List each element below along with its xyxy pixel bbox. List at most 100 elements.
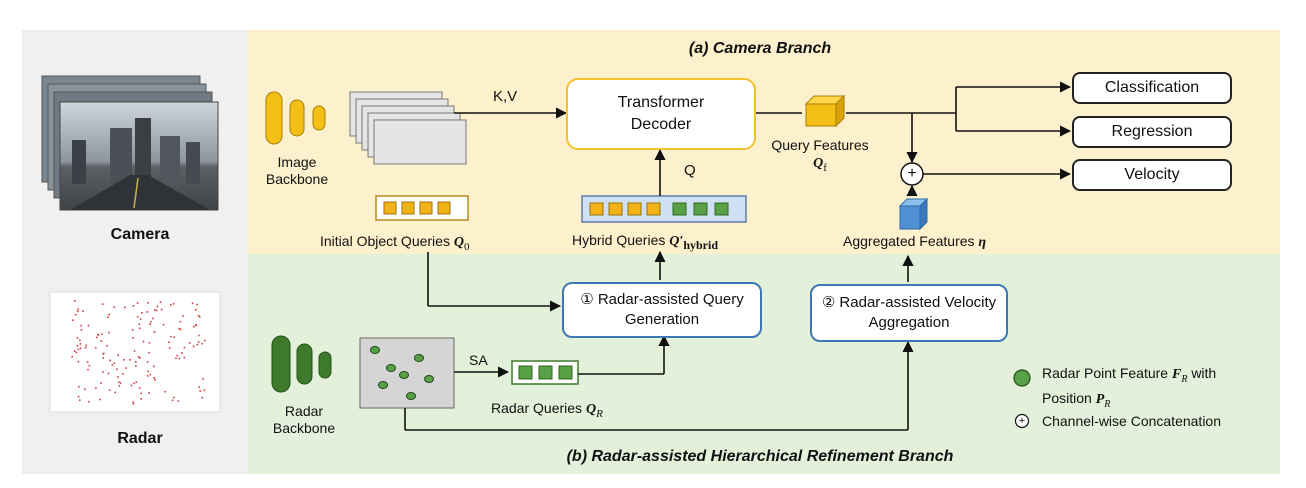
radar-point	[175, 357, 177, 360]
radar-point	[103, 352, 105, 355]
radar-point	[132, 403, 135, 405]
radar-point	[178, 327, 181, 330]
q-label: Q	[684, 162, 696, 179]
classification-head: Classification	[1072, 72, 1232, 104]
radar-point	[132, 401, 134, 403]
radar-point	[132, 305, 135, 307]
radar-point	[119, 382, 122, 384]
radar-point	[113, 362, 116, 364]
radar-point	[168, 341, 170, 343]
radar-point	[135, 381, 138, 383]
radar-point	[79, 347, 82, 350]
radar-point	[154, 378, 156, 381]
radar-point	[152, 317, 154, 320]
radar-point	[197, 314, 200, 317]
radar-label: Radar	[117, 430, 163, 447]
radar-point	[162, 323, 165, 326]
radar-point	[113, 306, 116, 308]
radar-point	[139, 318, 142, 320]
radar-point	[164, 390, 166, 393]
radar-point	[84, 388, 86, 391]
velocity-aggregation-box: ② Radar-assisted Velocity Aggregation	[810, 284, 1008, 342]
radar-point	[122, 373, 124, 375]
radar-point	[100, 382, 102, 384]
radar-point	[198, 316, 201, 318]
radar-point	[76, 337, 79, 339]
camera-branch-title: (a) Camera Branch	[688, 40, 832, 57]
radar-point	[100, 340, 102, 342]
radar-point	[203, 389, 206, 392]
radar-point	[130, 384, 133, 387]
radar-point	[153, 377, 155, 379]
radar-point	[153, 331, 156, 333]
radar-point	[129, 359, 131, 361]
radar-point	[156, 305, 159, 308]
initial-queries-label: Initial Object Queries Q0	[320, 233, 470, 253]
radar-point	[197, 341, 200, 343]
feature-map-stack	[349, 91, 467, 165]
radar-point	[133, 350, 136, 352]
radar-point	[168, 347, 171, 349]
radar-point	[132, 337, 134, 339]
radar-point	[138, 323, 141, 325]
radar-feature-points	[370, 346, 434, 400]
radar-point	[116, 368, 118, 370]
radar-point	[177, 400, 180, 402]
radar-point	[131, 329, 134, 331]
radar-point	[201, 396, 203, 399]
radar-point	[188, 342, 191, 344]
radar-point	[85, 344, 87, 347]
transformer-decoder-line1: Transformer	[617, 94, 705, 111]
radar-point	[142, 340, 145, 343]
radar-point	[102, 371, 104, 373]
image-backbone-label: Image Backbone	[265, 154, 329, 187]
hybrid-queries-label: Hybrid Queries Q′hybrid	[572, 232, 719, 252]
radar-point	[101, 333, 103, 335]
radar-point	[133, 382, 135, 385]
radar-point	[73, 350, 76, 352]
radar-point	[191, 302, 194, 305]
radar-point	[173, 336, 175, 338]
radar-point	[76, 310, 79, 313]
legend-concat-icon	[1014, 413, 1030, 429]
velocity-head: Velocity	[1072, 159, 1232, 191]
radar-point	[172, 303, 175, 305]
radar-point	[125, 367, 127, 369]
aggregated-features-cube	[898, 197, 929, 231]
radar-point	[178, 357, 181, 360]
radar-point	[136, 302, 139, 304]
radar-point	[196, 343, 199, 346]
radar-point	[87, 368, 89, 371]
query-features-label: Query Features Qf	[771, 137, 869, 174]
image-backbone-block-1	[265, 91, 283, 145]
radar-point	[117, 354, 119, 356]
aggregated-features-label: Aggregated Features η	[843, 233, 987, 250]
radar-point	[87, 400, 90, 403]
legend-radar-point-icon	[1013, 369, 1031, 387]
radar-point	[77, 360, 80, 363]
radar-point	[95, 346, 97, 349]
radar-point	[102, 353, 104, 355]
radar-point	[109, 359, 111, 362]
camera-label: Camera	[110, 226, 170, 243]
radar-point	[111, 364, 114, 366]
radar-point	[77, 308, 79, 311]
radar-backbone-block-3	[318, 351, 332, 379]
camera-image-stack	[41, 75, 219, 211]
radar-point	[140, 398, 143, 400]
radar-point	[87, 324, 90, 327]
radar-backbone-block-2	[296, 343, 313, 385]
radar-point	[148, 342, 151, 344]
radar-point	[179, 328, 182, 331]
radar-point	[75, 351, 78, 354]
sa-label: SA	[469, 352, 488, 368]
radar-point	[155, 309, 158, 312]
radar-point	[74, 313, 77, 316]
query-features-symbol: Q	[813, 156, 824, 171]
radar-backbone-block-1	[271, 335, 291, 393]
image-backbone-block-2	[289, 99, 305, 137]
radar-point	[198, 334, 200, 337]
radar-point	[77, 348, 80, 351]
